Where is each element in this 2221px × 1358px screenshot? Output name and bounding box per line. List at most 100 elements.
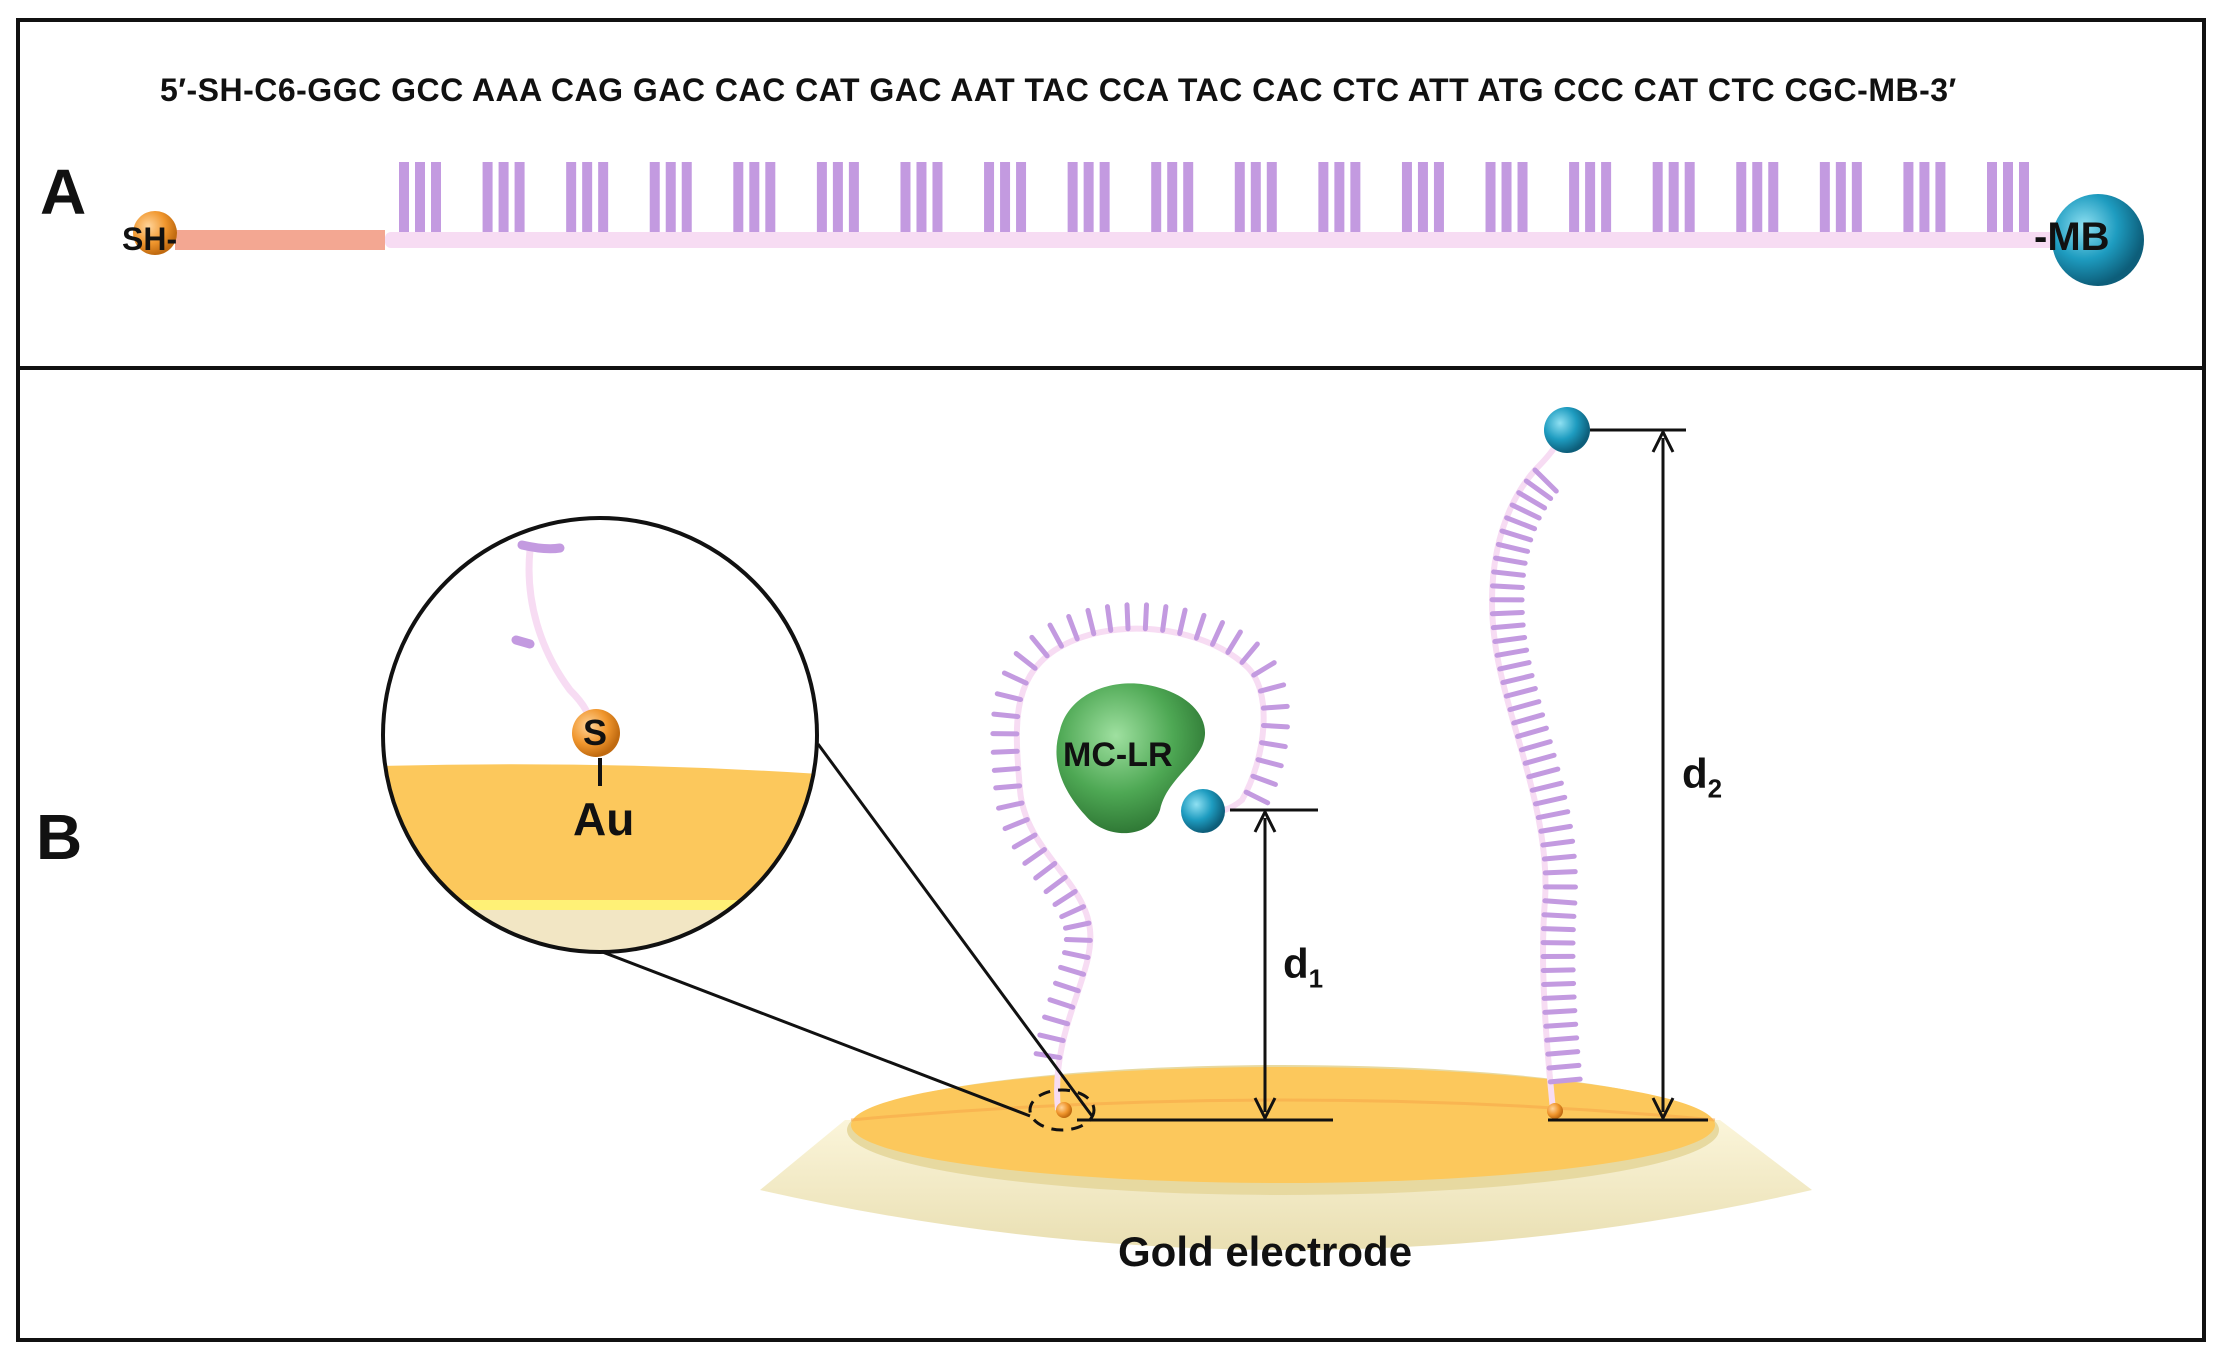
nucleotide-base	[1243, 789, 1271, 806]
nucleotide-base	[991, 711, 1021, 720]
nucleotide-base	[1417, 162, 1428, 232]
nucleotide-base	[1546, 1062, 1582, 1071]
nucleotide-base	[1509, 502, 1542, 521]
nucleotide-base	[1260, 722, 1290, 730]
nucleotide-base	[1494, 647, 1530, 658]
thiol-label: SH-	[122, 221, 178, 257]
nucleotide-base	[1515, 725, 1549, 739]
nucleotide-base	[1535, 809, 1571, 821]
panel-b-label: B	[36, 801, 83, 873]
methylene-blue-label: -MB	[2034, 215, 2110, 259]
nucleotide-base	[1058, 964, 1087, 977]
nucleotide-base	[1160, 604, 1169, 633]
nucleotide-base	[2003, 162, 2013, 232]
nucleotide-base	[1545, 1049, 1581, 1057]
nucleotide-base	[1210, 620, 1225, 647]
nucleotide-base	[1052, 888, 1078, 907]
d2-symbol: d	[1682, 750, 1708, 797]
nucleotide-base	[1067, 162, 1078, 232]
sulfur-atom-icon	[572, 709, 620, 757]
nucleotide-base	[1104, 604, 1114, 633]
unfolded-aptamer	[1489, 407, 1590, 1119]
nucleotide-base	[1526, 766, 1561, 780]
nucleotide-base	[582, 162, 593, 232]
mc-lr-molecule	[1056, 683, 1206, 834]
nucleotide-base	[1259, 740, 1288, 750]
nucleotide-base	[1529, 780, 1564, 793]
nucleotide-base	[1225, 629, 1243, 655]
mc-lr-label: MC-LR	[1063, 736, 1173, 774]
thiol-anchor-icon	[1547, 1103, 1563, 1119]
c6-linker	[175, 230, 385, 250]
nucleotide-base	[1819, 162, 1830, 232]
nucleotide-base	[1099, 162, 1110, 232]
nucleotide-base	[848, 162, 859, 232]
nucleotide-base	[399, 162, 409, 232]
nucleotide-base	[990, 748, 1020, 755]
nucleotide-base	[1491, 569, 1526, 578]
panel-a-label: A	[40, 156, 87, 228]
nucleotide-base	[1239, 641, 1260, 665]
nucleotide-base	[1334, 162, 1345, 232]
nucleotide-base	[1059, 904, 1087, 920]
nucleotide-base	[1000, 162, 1011, 232]
nucleotide-base	[1350, 162, 1361, 232]
sulfur-label: S	[583, 712, 608, 753]
nucleotide-base	[1517, 162, 1528, 232]
nucleotide-base	[1318, 162, 1329, 232]
gold-label: Au	[573, 793, 635, 845]
nucleotide-base	[816, 162, 827, 232]
nucleotide-base	[1851, 162, 1862, 232]
nucleotide-base	[1489, 583, 1525, 591]
nucleotide-base	[1547, 1076, 1583, 1085]
nucleotide-bases	[399, 162, 2029, 232]
methylene-blue-icon	[1544, 407, 1590, 453]
nucleotide-base	[916, 162, 927, 232]
nucleotide-base	[1234, 162, 1245, 232]
thiol-anchor-icon	[1056, 1102, 1072, 1118]
nucleotide-base	[1493, 555, 1528, 566]
nucleotide-base	[749, 162, 760, 232]
nucleotide-base	[1684, 162, 1695, 232]
nucleotide-base	[498, 162, 509, 232]
nucleotide-base	[1433, 162, 1444, 232]
nucleotide-base	[1489, 609, 1525, 617]
nucleotide-base	[649, 162, 660, 232]
nucleotide-base	[765, 162, 776, 232]
nucleotide-base	[1522, 752, 1557, 766]
nucleotide-base	[1124, 602, 1131, 632]
nucleotide-base	[1062, 920, 1092, 931]
nucleotide-base	[431, 162, 441, 232]
nucleotide-base	[1544, 1035, 1580, 1043]
nucleotide-base	[1523, 478, 1554, 502]
nucleotide-base	[1151, 162, 1162, 232]
folded-aptamer	[990, 602, 1290, 1132]
nucleotide-base	[1497, 660, 1532, 672]
nucleotide-base	[1919, 162, 1930, 232]
nucleotide-base	[1541, 853, 1577, 862]
nucleotide-base	[1022, 847, 1047, 866]
gold-electrode	[760, 1065, 1812, 1250]
nucleotide-base	[1511, 712, 1546, 726]
nucleotide-base	[1047, 997, 1076, 1010]
methylene-blue-icon	[2052, 194, 2144, 286]
nucleotide-base	[1011, 832, 1038, 850]
nucleotide-base	[2019, 162, 2029, 232]
nucleotide-base	[1935, 162, 1946, 232]
nucleotide-base	[1987, 162, 1997, 232]
nucleotide-base	[1183, 162, 1194, 232]
nucleotide-base	[1001, 670, 1029, 686]
nucleotide-base	[984, 162, 995, 232]
nucleotide-base	[1085, 607, 1097, 637]
nucleotide-base	[1542, 1008, 1578, 1015]
nucleotide-base	[1903, 162, 1914, 232]
nucleotide-base	[1250, 773, 1278, 787]
nucleotide-base	[482, 162, 493, 232]
nucleotide-base	[1251, 660, 1277, 678]
nucleotide-base	[832, 162, 843, 232]
nucleotide-base	[900, 162, 911, 232]
nucleotide-base	[1083, 162, 1094, 232]
dna-backbone	[385, 232, 2055, 248]
nucleotide-base	[514, 162, 525, 232]
